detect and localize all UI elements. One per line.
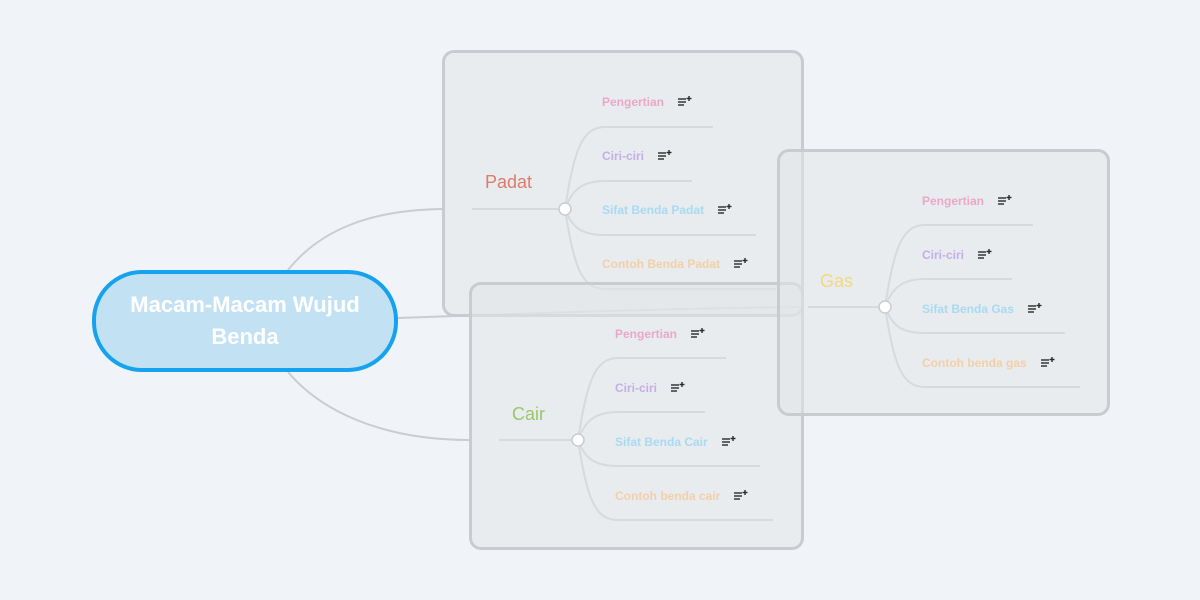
note-add-icon[interactable] [678,96,692,108]
note-add-icon[interactable] [691,328,705,340]
leaf-label: Pengertian [615,327,678,341]
leaf-label: Contoh Benda Padat [602,257,721,271]
root-topic-line2: Benda [211,324,279,349]
collapse-knob-icon[interactable] [571,433,585,447]
leaf-gas-contoh[interactable]: Contoh benda gas [922,353,1055,373]
leaf-label: Pengertian [922,194,985,208]
group-box-gas [777,149,1110,416]
leaf-cair-ciri[interactable]: Ciri-ciri [615,378,685,398]
leaf-gas-ciri[interactable]: Ciri-ciri [922,245,992,265]
group-box-cair [469,282,804,550]
leaf-label: Contoh benda cair [615,489,721,503]
collapse-knob-icon[interactable] [558,202,572,216]
leaf-padat-contoh[interactable]: Contoh Benda Padat [602,254,748,274]
note-add-icon[interactable] [718,204,732,216]
note-add-icon[interactable] [721,436,736,448]
leaf-label: Sifat Benda Gas [922,302,1015,316]
note-add-icon[interactable] [671,382,685,394]
branch-gas[interactable]: Gas [820,271,854,291]
leaf-label: Ciri-ciri [615,381,658,395]
leaf-label: Sifat Benda Padat [602,203,705,217]
leaf-label: Pengertian [602,95,665,109]
leaf-label: Contoh benda gas [922,356,1027,370]
note-add-icon[interactable] [1028,303,1042,315]
leaf-gas-sifat[interactable]: Sifat Benda Gas [922,299,1042,319]
root-topic-line1: Macam-Macam Wujud [130,292,360,317]
note-add-icon[interactable] [978,249,992,261]
connector-root-cair [287,371,471,441]
collapse-knob-icon[interactable] [878,300,892,314]
note-add-icon[interactable] [998,195,1012,207]
note-add-icon[interactable] [734,258,748,270]
leaf-label: Sifat Benda Cair [615,435,708,449]
branch-padat[interactable]: Padat [485,172,533,192]
leaf-cair-contoh[interactable]: Contoh benda cair [615,486,748,506]
leaf-padat-pengertian[interactable]: Pengertian [602,92,692,112]
leaf-cair-sifat[interactable]: Sifat Benda Cair [615,432,736,452]
note-add-icon[interactable] [734,490,748,502]
root-topic[interactable]: Macam-Macam Wujud Benda [92,270,398,372]
branch-cair[interactable]: Cair [512,404,546,424]
leaf-padat-ciri[interactable]: Ciri-ciri [602,146,672,166]
leaf-label: Ciri-ciri [602,149,645,163]
leaf-label: Ciri-ciri [922,248,965,262]
leaf-padat-sifat[interactable]: Sifat Benda Padat [602,200,732,220]
leaf-gas-pengertian[interactable]: Pengertian [922,191,1012,211]
note-add-icon[interactable] [1040,357,1055,369]
connector-root-padat [287,208,443,271]
leaf-cair-pengertian[interactable]: Pengertian [615,324,705,344]
note-add-icon[interactable] [658,150,672,162]
